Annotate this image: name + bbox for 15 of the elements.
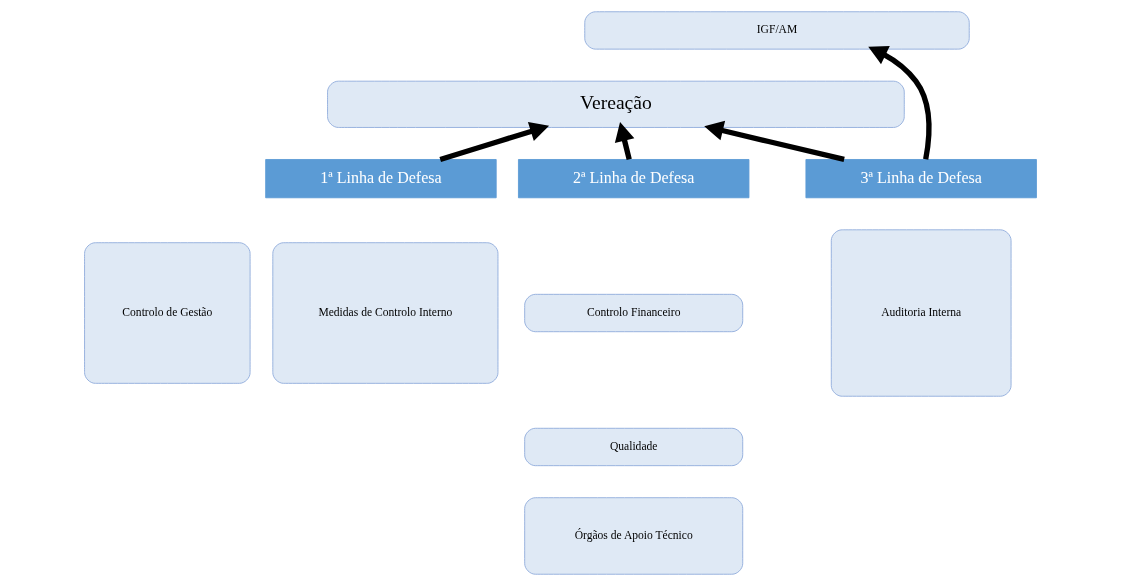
node-box: 1ª Linha de Defesa: [265, 159, 497, 199]
arrow: [704, 120, 845, 163]
node-box: Controlo de Gestão: [84, 242, 251, 384]
node-box: Órgãos de Apoio Técnico: [524, 497, 744, 575]
node-box: 2ª Linha de Defesa: [518, 159, 750, 199]
arrow: [439, 121, 550, 162]
node-box: Vereação: [327, 80, 905, 128]
arrow: [614, 122, 635, 161]
node-box: Qualidade: [524, 427, 744, 467]
arrow: [868, 46, 932, 160]
node-box: 3ª Linha de Defesa: [805, 159, 1037, 199]
node-box: Controlo Financeiro: [524, 293, 744, 333]
node-box: Auditoria Interna: [830, 229, 1012, 397]
node-box: Medidas de Controlo Interno: [272, 242, 499, 384]
node-box: IGF/AM: [584, 11, 970, 50]
